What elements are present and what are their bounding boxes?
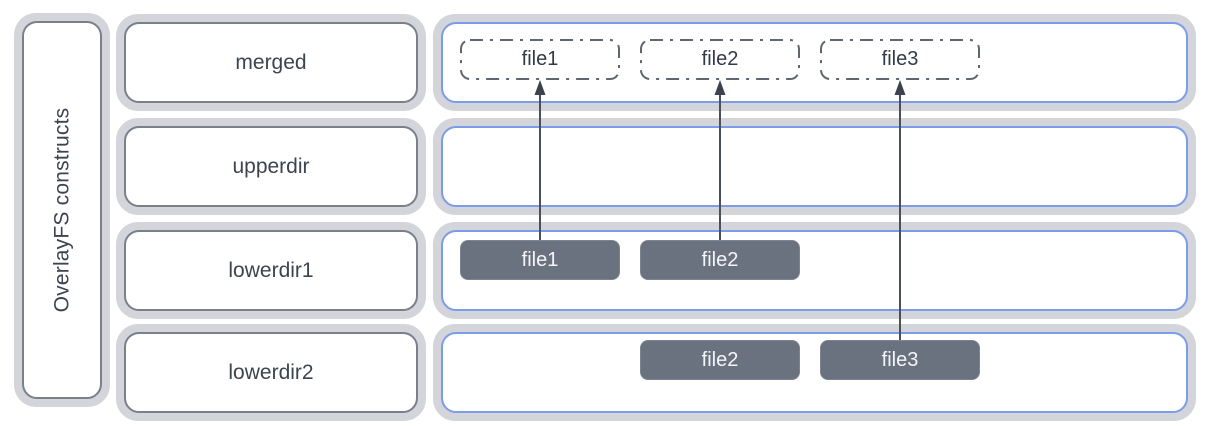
dash-dot-border	[820, 39, 980, 80]
lowerdir1-file1-label: file1	[521, 248, 559, 271]
merged-file3-box: file3	[820, 39, 980, 80]
dash-dot-border	[640, 39, 800, 80]
row-panel-lowerdir1	[433, 222, 1196, 319]
lowerdir1-file2-label: file2	[701, 248, 739, 271]
merged-file2-box: file2	[640, 39, 800, 80]
row-label-merged: merged	[116, 14, 426, 111]
row-panel-merged	[433, 14, 1196, 111]
row-label-lowerdir1: lowerdir1	[116, 222, 426, 319]
row-panel-lowerdir2	[433, 324, 1196, 421]
merged-file2-label: file2	[701, 48, 739, 70]
lowerdir1-file1-box: file1	[460, 240, 620, 280]
row-label-merged-text: merged	[235, 50, 307, 74]
sidebar-panel-inner: OverlayFS constructs	[22, 21, 102, 399]
lowerdir2-file3-label: file3	[881, 348, 919, 371]
row-label-lowerdir2: lowerdir2	[116, 324, 426, 421]
lowerdir2-file2-label: file2	[701, 348, 739, 371]
diagram-title: OverlayFS constructs	[50, 107, 74, 313]
row-label-lowerdir1-text: lowerdir1	[228, 258, 314, 282]
dash-dot-border	[460, 39, 620, 80]
merged-file1-box: file1	[460, 39, 620, 80]
row-label-upperdir-text: upperdir	[232, 154, 310, 178]
lowerdir2-file3-box: file3	[820, 340, 980, 380]
row-label-lowerdir2-text: lowerdir2	[228, 360, 314, 384]
merged-file1-label: file1	[521, 48, 559, 70]
merged-file3-label: file3	[881, 48, 919, 70]
lowerdir2-file2-box: file2	[640, 340, 800, 380]
row-panel-upperdir	[433, 118, 1196, 215]
sidebar-panel: OverlayFS constructs	[14, 13, 110, 407]
row-label-upperdir: upperdir	[116, 118, 426, 215]
lowerdir1-file2-box: file2	[640, 240, 800, 280]
